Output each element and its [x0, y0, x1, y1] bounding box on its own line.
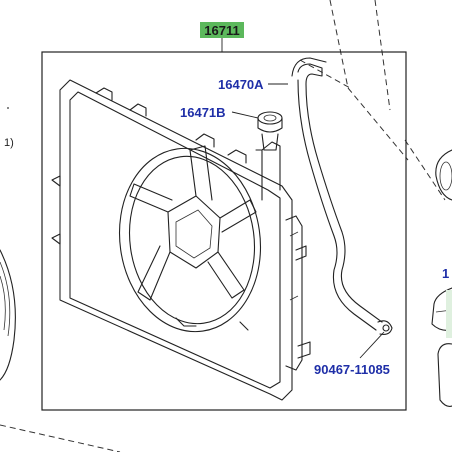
- cap-part-number[interactable]: 16471B: [180, 105, 226, 120]
- right-side-label: 1: [442, 266, 449, 281]
- overflow-hose-drawing: [291, 57, 393, 335]
- assembly-callout-highlight: [200, 22, 244, 38]
- hose-part-number[interactable]: 16470A: [218, 77, 264, 92]
- assembly-frame: [41, 51, 407, 411]
- radiator-shroud-drawing: [51, 79, 311, 401]
- left-adjacent-drawing: 1): [0, 107, 16, 381]
- assembly-callout[interactable]: 16711: [200, 22, 244, 52]
- clamp-part-number[interactable]: 90467-11085: [314, 362, 390, 377]
- assembly-part-number: 16711: [204, 23, 239, 38]
- left-side-label: 1): [4, 137, 14, 149]
- right-adjacent-drawing: 1: [431, 149, 452, 407]
